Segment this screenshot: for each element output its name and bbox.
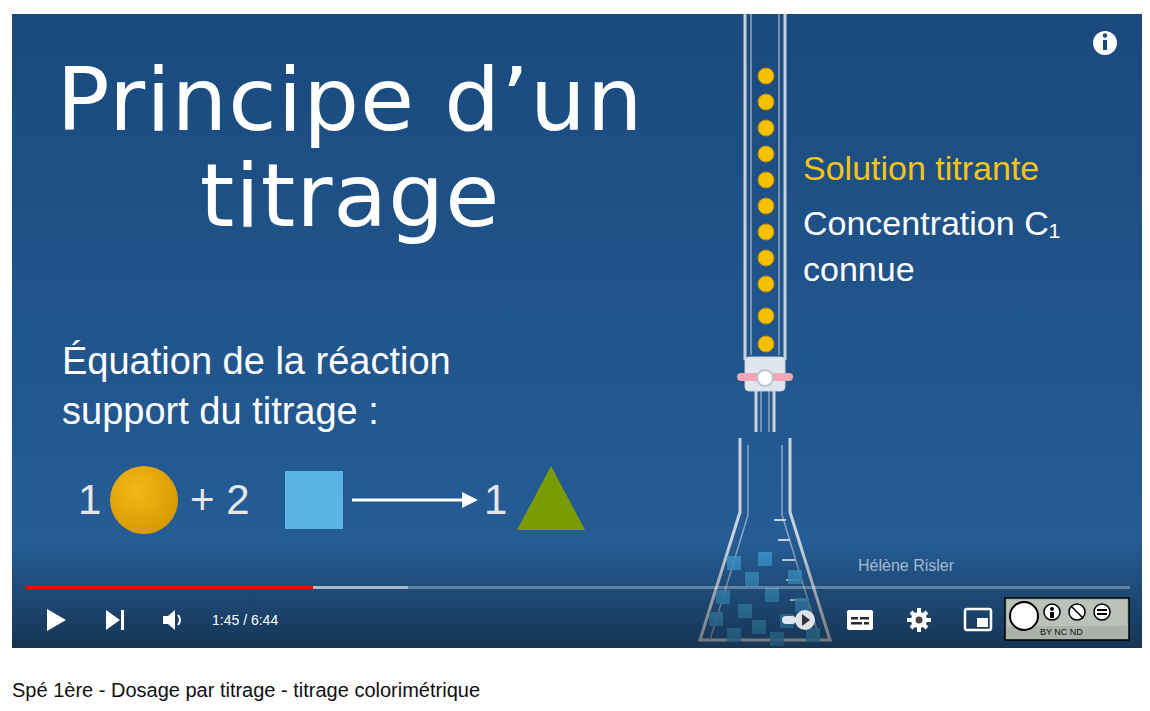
- equation-heading: Équation de la réaction support du titra…: [62, 336, 552, 436]
- burette: [745, 14, 785, 432]
- progress-bar: [26, 586, 1130, 589]
- titrant-drops: [758, 68, 774, 352]
- time-display: 1:45 / 6:44: [212, 611, 278, 629]
- video-background: [12, 14, 1142, 648]
- license-text: BY NC ND: [1040, 627, 1083, 638]
- player-controls: [47, 609, 180, 631]
- reaction-equation-symbols: [110, 466, 585, 534]
- cc-license-badge: [1005, 598, 1129, 640]
- stoichiometric-coefficient: + 2: [190, 476, 280, 524]
- concentration-label: Concentration C₁ connue: [803, 200, 1065, 292]
- chalk-title: Principe d’un titrage: [40, 52, 660, 244]
- info-icon: [1093, 31, 1117, 55]
- stopcock: [737, 357, 793, 391]
- author-watermark: Hélène Risler: [858, 556, 954, 576]
- stoichiometric-coefficient: 1: [484, 476, 514, 524]
- burette-label: Solution titrante: [803, 148, 1133, 188]
- video-title: Spé 1ère - Dosage par titrage - titrage …: [12, 677, 480, 703]
- controls-shade: [12, 540, 1142, 648]
- player-controls-right: [782, 608, 991, 632]
- stoichiometric-coefficient: 1: [78, 476, 108, 524]
